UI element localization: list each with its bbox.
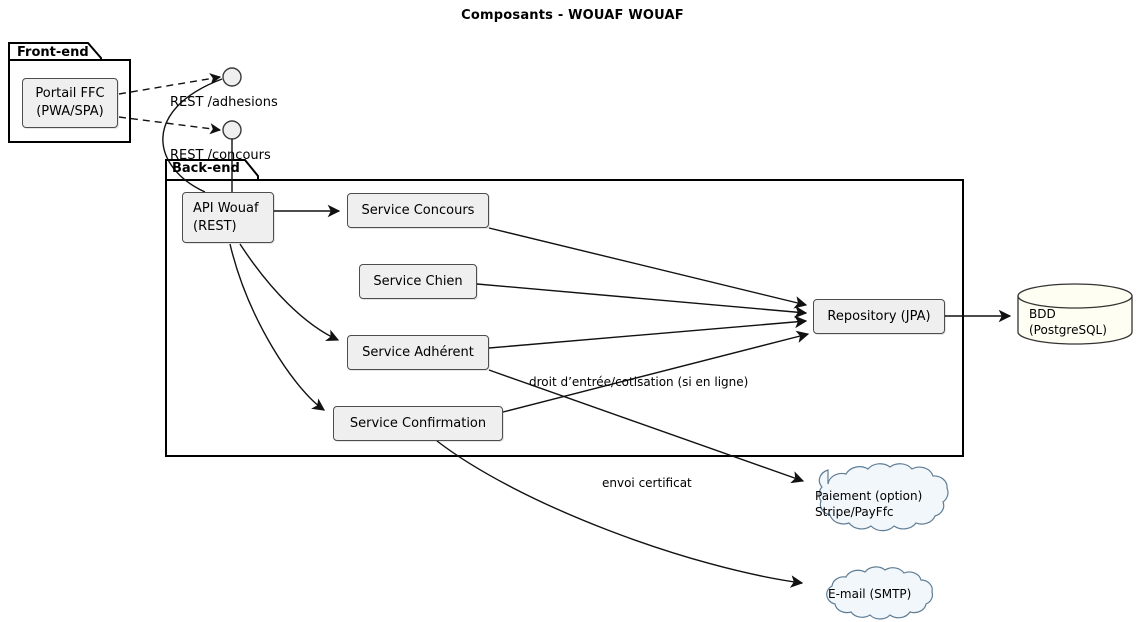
- page-title: Composants - WOUAF WOUAF: [461, 8, 684, 23]
- package-frontend-shape: [8, 42, 131, 143]
- database-bdd-label[interactable]: BDD (PostgreSQL): [1029, 307, 1107, 338]
- connector-portail-to-concours: [118, 116, 222, 135]
- component-service-confirmation[interactable]: Service Confirmation: [333, 406, 503, 441]
- connector-concours-to-repository: [488, 227, 808, 309]
- edge-label-droit-entree: droit d’entrée/cotisation (si en ligne): [529, 375, 749, 389]
- component-service-concours[interactable]: Service Concours: [347, 193, 489, 228]
- component-service-adherent[interactable]: Service Adhérent: [347, 335, 489, 370]
- interface-label-rest-adhesions: REST /adhesions: [170, 95, 278, 110]
- component-api-wouaf[interactable]: API Wouaf (REST): [182, 192, 274, 243]
- connector-portail-to-adhesions: [118, 73, 222, 95]
- cloud-email-shape: [826, 566, 934, 620]
- connector-api-to-adhesions: [162, 78, 223, 193]
- package-label-backend: Back-end: [172, 161, 240, 176]
- package-label-frontend: Front-end: [17, 45, 89, 60]
- interface-lollipop-concours: [222, 120, 242, 140]
- connector-chien-to-repository: [476, 283, 808, 319]
- cloud-paiement-label[interactable]: Paiement (option) Stripe/PayFfc: [815, 489, 923, 520]
- cloud-email-label[interactable]: E-mail (SMTP): [828, 587, 912, 601]
- connector-api-to-adherent: [239, 243, 340, 342]
- interface-label-rest-concours: REST /concours: [170, 148, 271, 163]
- connector-adherent-to-paiement: [488, 369, 805, 484]
- connector-confirmation-to-repository: [502, 330, 810, 413]
- component-service-chien[interactable]: Service Chien: [359, 264, 477, 299]
- interface-lollipop-adhesions: [222, 67, 242, 87]
- cloud-paiement-shape: [818, 463, 949, 532]
- connector-api-to-confirmation: [229, 243, 326, 411]
- component-repository-jpa[interactable]: Repository (JPA): [813, 299, 945, 334]
- connector-confirmation-to-email: [436, 440, 804, 588]
- package-backend-shape: [165, 159, 964, 457]
- edge-label-envoi-certificat: envoi certificat: [602, 476, 692, 490]
- database-cylinder-shape: [1017, 283, 1133, 345]
- connector-adherent-to-repository: [488, 315, 808, 349]
- component-portail-ffc[interactable]: Portail FFC (PWA/SPA): [22, 78, 118, 128]
